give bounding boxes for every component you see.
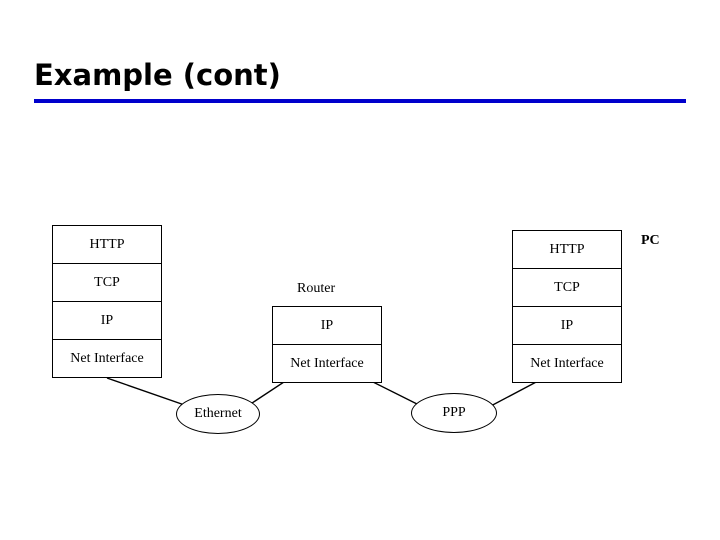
pc-stack-layer-http[interactable]: HTTP bbox=[512, 230, 622, 269]
left-stack-layer-net-interface[interactable]: Net Interface bbox=[52, 339, 162, 378]
page-title: Example (cont) bbox=[34, 58, 281, 92]
title-underline-rule bbox=[34, 99, 686, 103]
router-stack-layer-net-interface[interactable]: Net Interface bbox=[272, 344, 382, 383]
pc-stack-layer-net-interface[interactable]: Net Interface bbox=[512, 344, 622, 383]
left-stack-layer-http[interactable]: HTTP bbox=[52, 225, 162, 264]
pc-stack-layer-tcp[interactable]: TCP bbox=[512, 268, 622, 307]
link-ellipse-ethernet[interactable]: Ethernet bbox=[176, 394, 260, 434]
link-ellipse-ppp[interactable]: PPP bbox=[411, 393, 497, 433]
router-label: Router bbox=[297, 281, 336, 296]
pc-stack-layer-ip[interactable]: IP bbox=[512, 306, 622, 345]
pc-device-label: PC bbox=[641, 233, 660, 248]
left-stack-layer-ip[interactable]: IP bbox=[52, 301, 162, 340]
left-stack-layer-tcp[interactable]: TCP bbox=[52, 263, 162, 302]
router-stack-layer-ip[interactable]: IP bbox=[272, 306, 382, 345]
